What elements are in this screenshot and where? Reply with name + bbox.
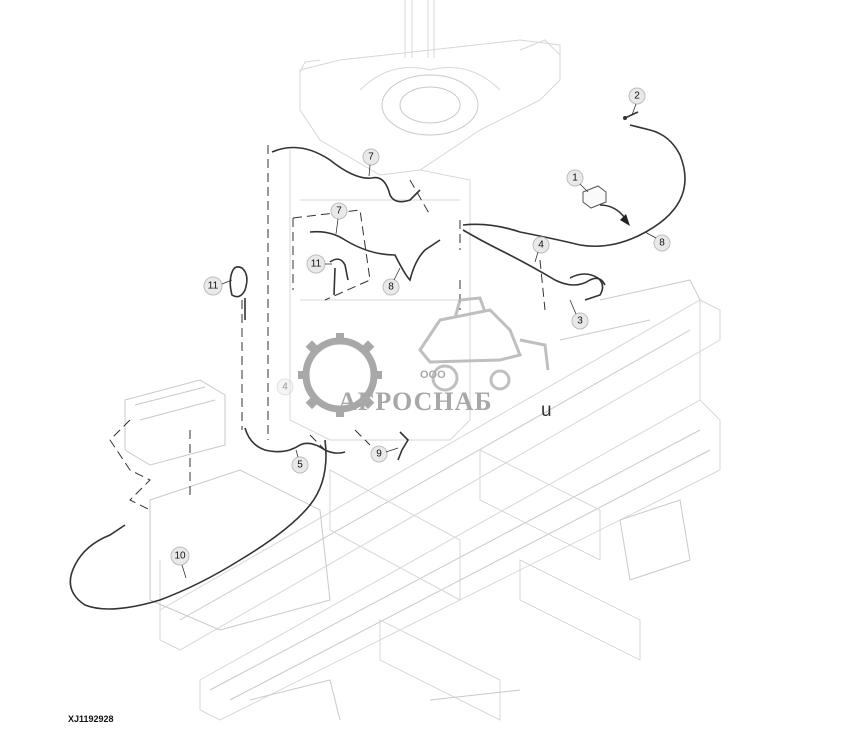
svg-text:4: 4 — [282, 382, 288, 393]
cable-7-lower — [309, 230, 441, 282]
callout-8-right: 8 — [644, 231, 671, 252]
svg-text:8: 8 — [659, 238, 665, 249]
callout-7-lower: 7 — [330, 202, 348, 235]
watermark-logo: ООО АГРОСНАБ u — [298, 296, 552, 421]
gear-icon — [298, 333, 382, 417]
callout-11-left: 11 — [203, 276, 233, 296]
callout-7-upper: 7 — [362, 148, 380, 177]
callout-1: 1 — [566, 169, 589, 193]
callout-3: 3 — [569, 299, 589, 330]
watermark-suffix: u — [541, 400, 552, 421]
reference-code: XJ1192928 — [68, 714, 114, 724]
item-2-connector — [623, 111, 639, 120]
svg-text:5: 5 — [297, 460, 303, 471]
svg-text:8: 8 — [388, 282, 394, 293]
callout-11-centre: 11 — [306, 254, 332, 274]
callout-4-upper: 4 — [532, 236, 550, 263]
callout-10: 10 — [170, 546, 190, 579]
routing-leader-lines — [189, 145, 546, 500]
svg-text:7: 7 — [368, 152, 374, 163]
svg-text:11: 11 — [208, 281, 219, 292]
svg-text:11: 11 — [311, 259, 322, 270]
cable-3-hook — [569, 273, 604, 301]
cable-11-centre — [329, 258, 349, 296]
cable-5 — [244, 427, 346, 454]
callout-5: 5 — [291, 449, 309, 474]
watermark-company-name: АГРОСНАБ — [338, 387, 493, 416]
callout-4-faded: 4 — [276, 378, 294, 396]
cable-8-right — [462, 124, 686, 248]
svg-text:1: 1 — [572, 173, 578, 184]
callout-8-centre: 8 — [382, 267, 401, 296]
harvester-icon — [418, 296, 550, 392]
svg-text:3: 3 — [577, 316, 583, 327]
svg-text:10: 10 — [174, 551, 186, 562]
cable-7-upper — [271, 146, 421, 203]
cables — [69, 124, 686, 610]
battery-box — [109, 379, 226, 511]
svg-text:7: 7 — [336, 206, 342, 217]
callout-9: 9 — [370, 445, 399, 463]
svg-text:2: 2 — [634, 91, 640, 102]
cable-9 — [397, 431, 410, 461]
svg-text:9: 9 — [376, 449, 382, 460]
cable-11-left — [229, 266, 248, 298]
callout-2: 2 — [628, 87, 646, 116]
watermark-company-prefix: ООО — [420, 369, 446, 381]
svg-text:4: 4 — [538, 240, 544, 251]
cable-4 — [462, 229, 606, 286]
item-1-switch — [582, 185, 630, 226]
cable-10 — [69, 439, 327, 610]
